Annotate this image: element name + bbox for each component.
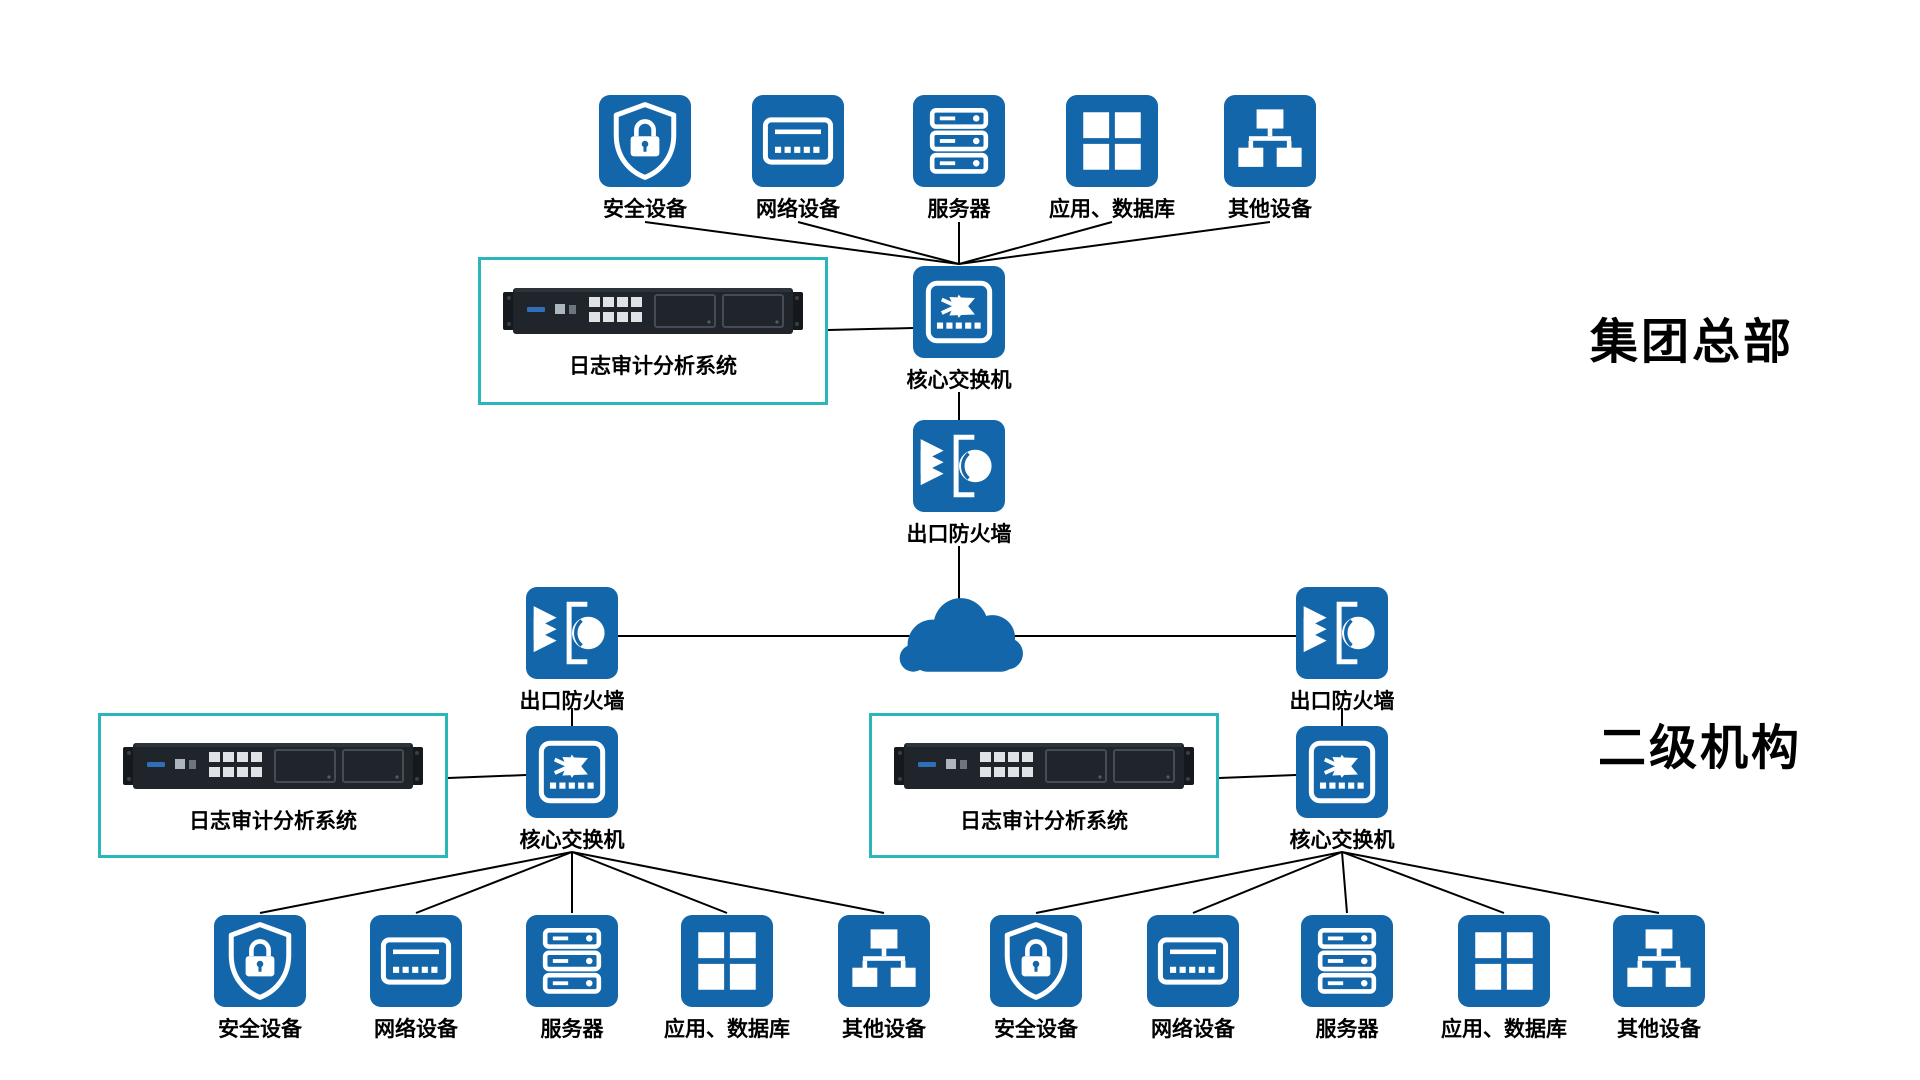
rack-appliance-image	[894, 737, 1194, 795]
log-audit-label: 日志审计分析系统	[569, 355, 737, 378]
switch-icon	[526, 726, 618, 818]
switch-icon	[1296, 726, 1388, 818]
device-label: 安全设备	[603, 198, 687, 221]
branch-right-device-server: 服务器	[1252, 915, 1442, 1043]
shield-lock-icon	[599, 95, 691, 187]
other-devices-icon	[1224, 95, 1316, 187]
rack-appliance-image	[503, 282, 803, 340]
hq-log-audit-box: 日志审计分析系统	[478, 257, 828, 405]
hq-core-switch: 核心交换机	[864, 266, 1054, 394]
device-label: 网络设备	[756, 198, 840, 221]
other-devices-icon	[838, 915, 930, 1007]
connector-line	[1341, 851, 1348, 914]
connector-line	[827, 327, 914, 331]
firewall-icon	[526, 587, 618, 679]
branch-right-device-network: 网络设备	[1098, 915, 1288, 1043]
log-audit-label: 日志审计分析系统	[189, 809, 357, 833]
connector-line	[1035, 851, 1343, 914]
connector-line	[797, 221, 960, 265]
hq-egress-firewall: 出口防火墙	[864, 420, 1054, 548]
section-title-branch: 二级机构	[1598, 722, 1803, 775]
device-label: 其他设备	[1617, 1018, 1701, 1041]
device-label: 核心交换机	[906, 369, 1012, 392]
network-device-icon	[752, 95, 844, 187]
hq-device-network: 网络设备	[703, 95, 893, 223]
firewall-icon	[913, 420, 1005, 512]
device-label: 服务器	[927, 198, 991, 221]
shield-lock-icon	[990, 915, 1082, 1007]
app-grid-icon	[1458, 915, 1550, 1007]
shield-lock-icon	[214, 915, 306, 1007]
other-devices-icon	[1613, 915, 1705, 1007]
internet-cloud	[888, 588, 1038, 683]
branch-right-log-audit-box: 日志审计分析系统	[869, 713, 1219, 858]
hq-device-appdb: 应用、数据库	[1017, 95, 1207, 223]
device-label: 网络设备	[1151, 1018, 1235, 1041]
firewall-icon	[1296, 587, 1388, 679]
switch-icon	[913, 266, 1005, 358]
section-title-headquarters: 集团总部	[1590, 316, 1795, 369]
branch-left-device-appdb: 应用、数据库	[632, 915, 822, 1043]
hq-device-server: 服务器	[864, 95, 1054, 223]
connector-line	[571, 851, 728, 914]
device-label: 服务器	[540, 1018, 604, 1041]
branch-right-device-security: 安全设备	[941, 915, 1131, 1043]
connector-line	[415, 851, 573, 914]
branch-left-device-security: 安全设备	[165, 915, 355, 1043]
device-label: 出口防火墙	[1289, 690, 1395, 713]
connector-line	[571, 851, 885, 914]
hq-device-other: 其他设备	[1175, 95, 1365, 223]
network-device-icon	[370, 915, 462, 1007]
device-label: 其他设备	[1228, 198, 1312, 221]
device-label: 核心交换机	[1289, 829, 1395, 852]
device-label: 核心交换机	[519, 829, 625, 852]
server-icon	[913, 95, 1005, 187]
device-label: 服务器	[1315, 1018, 1379, 1041]
connector-line	[259, 851, 573, 914]
connector-line	[1341, 851, 1505, 914]
device-label: 应用、数据库	[664, 1018, 790, 1041]
server-icon	[526, 915, 618, 1007]
device-label: 应用、数据库	[1049, 198, 1175, 221]
hq-device-security: 安全设备	[550, 95, 740, 223]
branch-right-device-appdb: 应用、数据库	[1409, 915, 1599, 1043]
device-label: 安全设备	[218, 1018, 302, 1041]
log-audit-label: 日志审计分析系统	[960, 809, 1128, 833]
device-label: 应用、数据库	[1441, 1018, 1567, 1041]
network-device-icon	[1147, 915, 1239, 1007]
device-label: 出口防火墙	[519, 690, 625, 713]
rack-appliance-image	[123, 737, 423, 795]
branch-left-device-server: 服务器	[477, 915, 667, 1043]
branch-left-log-audit-box: 日志审计分析系统	[98, 713, 448, 858]
connector-line	[1218, 774, 1297, 779]
connector-line	[1192, 851, 1343, 914]
app-grid-icon	[681, 915, 773, 1007]
branch-left-core-switch: 核心交换机	[477, 726, 667, 854]
device-label: 网络设备	[374, 1018, 458, 1041]
connector-line	[958, 221, 1271, 265]
branch-left-device-other: 其他设备	[789, 915, 979, 1043]
app-grid-icon	[1066, 95, 1158, 187]
connector-line	[1341, 851, 1660, 914]
branch-right-core-switch: 核心交换机	[1247, 726, 1437, 854]
connector-line	[447, 774, 527, 779]
device-label: 安全设备	[994, 1018, 1078, 1041]
connector-line	[644, 221, 960, 265]
cloud-icon	[888, 588, 1038, 683]
branch-right-device-other: 其他设备	[1564, 915, 1754, 1043]
branch-right-egress-firewall: 出口防火墙	[1247, 587, 1437, 715]
connector-line	[958, 221, 1113, 265]
device-label: 其他设备	[842, 1018, 926, 1041]
branch-left-device-network: 网络设备	[321, 915, 511, 1043]
device-label: 出口防火墙	[906, 523, 1012, 546]
branch-left-egress-firewall: 出口防火墙	[477, 587, 667, 715]
server-icon	[1301, 915, 1393, 1007]
